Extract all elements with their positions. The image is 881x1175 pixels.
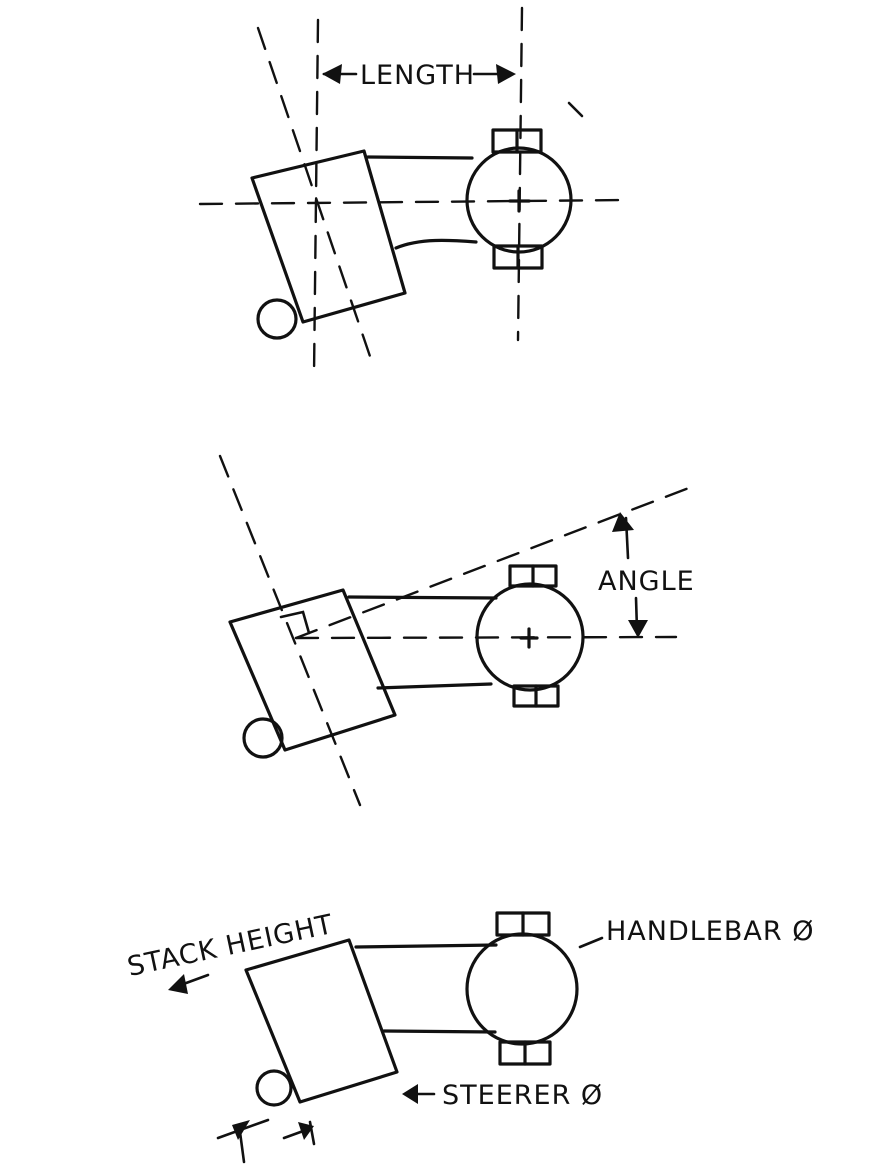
stack-height-label: STACK HEIGHT — [125, 909, 337, 983]
angle-arrowhead-up — [612, 512, 634, 532]
steerer-arrowhead — [402, 1084, 418, 1104]
stem-extension-bottom — [394, 238, 478, 250]
angle-panel: ANGLE — [218, 454, 696, 807]
steerer-diameter-label: STEERER Ø — [442, 1080, 603, 1111]
stray-mark — [567, 101, 584, 118]
stem-clamp-body-3 — [244, 938, 399, 1104]
length-label: LENGTH — [360, 60, 475, 91]
steerer-axis-tilted — [256, 26, 376, 370]
length-arrowhead-left — [322, 64, 342, 84]
handlebar-axis-vertical — [516, 6, 524, 342]
stem-extension-top — [366, 155, 474, 160]
horizontal-reference-line — [294, 635, 678, 640]
stem-extension-top-2 — [347, 595, 498, 600]
angle-arrowhead-down — [628, 620, 648, 638]
stack-dim-right-tick — [308, 1120, 316, 1146]
stem-extension-top-3 — [354, 943, 498, 949]
length-arrowhead-right — [496, 64, 516, 84]
dimensions-panel: STACK HEIGHT HANDLEBAR Ø STEERER Ø — [125, 909, 814, 1164]
length-panel: LENGTH — [198, 6, 630, 377]
stack-dim-left-tick — [238, 1130, 246, 1164]
stem-clamp-body-2 — [228, 588, 397, 752]
stack-height-label-group: STACK HEIGHT — [125, 909, 337, 983]
angle-label: ANGLE — [598, 566, 695, 597]
stack-height-arrowhead — [168, 974, 188, 994]
handlebar-diameter-label: HANDLEBAR Ø — [606, 916, 814, 947]
steerer-axis-tilted-2 — [218, 454, 362, 807]
handlebar-clamp-circle-3 — [465, 932, 579, 1046]
stem-angle-line — [294, 484, 696, 640]
center-axis-horizontal — [198, 198, 630, 206]
stem-extension-bottom-2 — [376, 682, 493, 690]
steerer-bolt-circle-3 — [255, 1069, 293, 1107]
stem-extension-bottom-3 — [382, 1029, 497, 1034]
right-angle-marker — [279, 610, 311, 635]
handlebar-leader-line — [578, 936, 604, 949]
stem-clamp-body — [250, 149, 407, 324]
handlebar-clamp-circle-2 — [475, 582, 585, 692]
steerer-bolt-circle — [256, 298, 298, 340]
steerer-axis-vertical — [312, 18, 320, 377]
steerer-bolt-circle-2 — [242, 717, 284, 759]
stack-dim-arrowhead-left — [232, 1120, 250, 1140]
